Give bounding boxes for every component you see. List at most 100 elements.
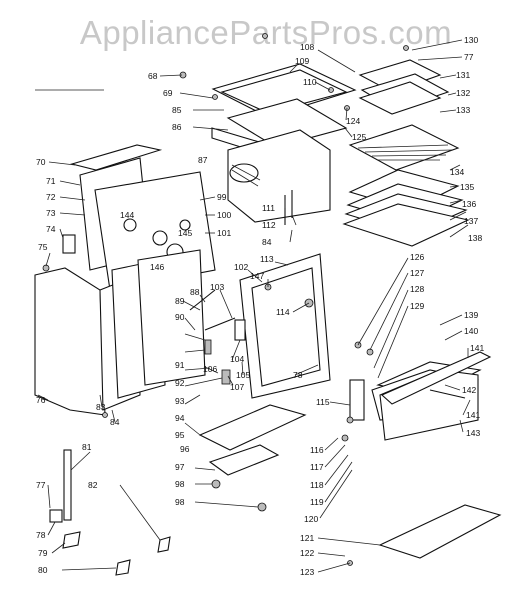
callout-113: 113: [260, 254, 274, 264]
callout-84: 84: [262, 237, 272, 247]
callout-76: 76: [36, 395, 46, 405]
callout-68: 68: [148, 71, 158, 81]
burner-box: [227, 129, 331, 223]
door-glass: [380, 351, 492, 405]
cooktop-inner: [220, 69, 348, 114]
callout-77b: 77: [36, 480, 46, 490]
callout-130: 130: [464, 35, 478, 45]
callout-88: 88: [190, 287, 200, 297]
hinge-115: [349, 379, 365, 421]
callout-102: 102: [234, 262, 248, 272]
callout-103: 103: [210, 282, 224, 292]
callout-118: 118: [310, 480, 324, 490]
watermark: AppliancePartsPros.com: [79, 14, 453, 51]
callout-95: 95: [175, 430, 185, 440]
callout-77: 77: [464, 52, 474, 62]
callout-96: 96: [180, 444, 190, 454]
callout-137: 137: [464, 216, 478, 226]
callout-78: 78: [293, 370, 303, 380]
callout-86: 86: [172, 122, 182, 132]
callout-labels: 130 77 108 109 131 132 133 68 69 85 86 1…: [36, 35, 484, 577]
callout-90: 90: [175, 312, 185, 322]
callout-135: 135: [460, 182, 474, 192]
bracket-74: [62, 234, 76, 254]
callout-101: 101: [217, 228, 231, 238]
rack-134: [348, 124, 460, 171]
callout-87: 87: [198, 155, 208, 165]
callout-106: 106: [203, 364, 217, 374]
callout-119: 119: [310, 497, 324, 507]
callout-145: 145: [178, 228, 192, 238]
callout-73: 73: [46, 208, 56, 218]
callout-123: 123: [300, 567, 314, 577]
callout-125: 125: [352, 132, 366, 142]
pan-138: [342, 203, 470, 247]
callout-91: 91: [175, 360, 185, 370]
callout-144: 144: [120, 210, 134, 220]
callout-114: 114: [276, 307, 290, 317]
callout-99: 99: [217, 192, 227, 202]
callout-80: 80: [38, 565, 48, 575]
callout-120: 120: [304, 514, 318, 524]
callout-98b: 98: [175, 497, 185, 507]
callout-132: 132: [456, 88, 470, 98]
callout-81: 81: [82, 442, 92, 452]
grate-132-inner: [358, 81, 442, 115]
callout-108: 108: [300, 42, 314, 52]
rail-81: [63, 449, 72, 521]
callout-89: 89: [175, 296, 185, 306]
callout-84b: 84: [110, 417, 120, 427]
callout-98: 98: [175, 479, 185, 489]
callout-104: 104: [230, 354, 244, 364]
callout-122: 122: [300, 548, 314, 558]
clip-78: [49, 509, 63, 523]
callout-136: 136: [462, 199, 476, 209]
callout-94: 94: [175, 413, 185, 423]
callout-93: 93: [175, 396, 185, 406]
callout-69: 69: [163, 88, 173, 98]
callout-70: 70: [36, 157, 46, 167]
callout-134: 134: [450, 167, 464, 177]
bottom-panel-96: [198, 404, 307, 451]
oven-door-inner: [251, 267, 321, 387]
callout-109: 109: [295, 56, 309, 66]
kick-panel-121: [378, 504, 502, 559]
callout-83: 83: [96, 402, 106, 412]
callout-117: 117: [310, 462, 324, 472]
callout-75: 75: [38, 242, 48, 252]
callout-140: 140: [464, 326, 478, 336]
inner-panel-95: [137, 249, 206, 386]
callout-82: 82: [88, 480, 98, 490]
callout-107: 107: [230, 382, 244, 392]
foot-79: [62, 531, 81, 549]
foot-80: [115, 559, 131, 576]
callout-126: 126: [410, 252, 424, 262]
callout-74: 74: [46, 224, 56, 234]
callout-129: 129: [410, 301, 424, 311]
callout-139: 139: [464, 310, 478, 320]
callout-147: 147: [250, 271, 264, 281]
callout-116: 116: [310, 445, 324, 455]
callout-79: 79: [38, 548, 48, 558]
side-panel-76: [34, 267, 106, 416]
callout-78b: 78: [36, 530, 46, 540]
callout-131: 131: [456, 70, 470, 80]
bracket-97: [208, 444, 280, 476]
callout-141b: 141: [466, 410, 480, 420]
panel-70: [69, 144, 163, 171]
callout-100: 100: [217, 210, 231, 220]
callout-127: 127: [410, 268, 424, 278]
callout-128: 128: [410, 284, 424, 294]
leader-lines: [37, 39, 471, 573]
callout-111: 111: [262, 203, 275, 213]
callout-146: 146: [150, 262, 164, 272]
callout-143: 143: [466, 428, 480, 438]
burner-tube: [229, 163, 259, 183]
callout-142: 142: [462, 385, 476, 395]
callout-97: 97: [175, 462, 185, 472]
callout-121: 121: [300, 533, 314, 543]
callout-85: 85: [172, 105, 182, 115]
callout-133: 133: [456, 105, 470, 115]
callout-110: 110: [303, 77, 317, 87]
